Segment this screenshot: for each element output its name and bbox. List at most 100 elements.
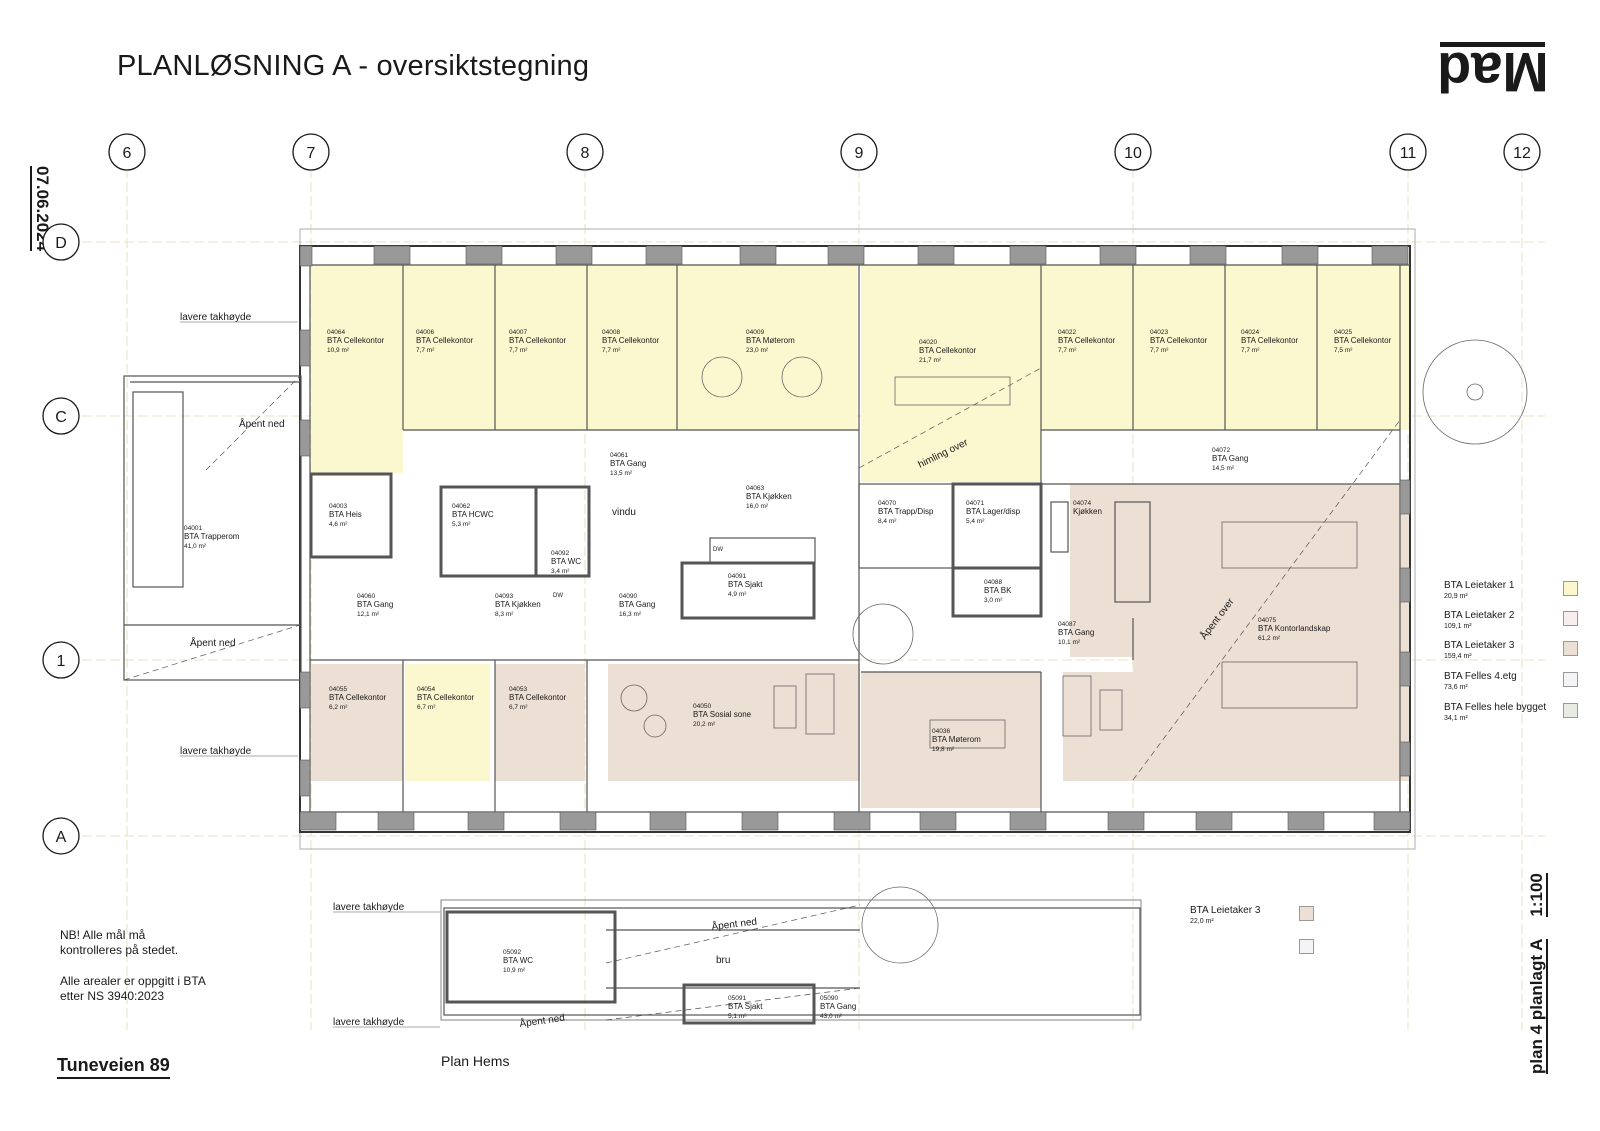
room-name: BTA Gang: [1058, 628, 1094, 637]
grid-bubble-col-8: [566, 133, 604, 171]
room-id: 04075: [1258, 617, 1276, 624]
grid-label-col-12: 12: [1513, 145, 1531, 162]
plan-hems-label: Plan Hems: [441, 1053, 510, 1069]
room-id: 04071: [966, 500, 984, 507]
mad-logo: Mad: [1440, 42, 1545, 98]
annotation-apent-ned-top: Åpent ned: [239, 417, 285, 430]
room-area: 7,7 m²: [602, 347, 621, 354]
room-id: 04093: [495, 593, 513, 600]
room-area: 4,9 m²: [728, 591, 747, 598]
room-name: BTA WC: [503, 956, 533, 965]
room-id: 04091: [728, 573, 746, 580]
grid-bubble-col-6: [108, 133, 146, 171]
room-name: BTA BK: [984, 586, 1012, 595]
grid-bubble-col-12: [1503, 133, 1541, 171]
hems-legend-label: BTA Leietaker 3: [1190, 905, 1261, 916]
grid-bubble-col-7: [292, 133, 330, 171]
room-name: BTA Trapperom: [184, 532, 240, 541]
room-id: 04024: [1241, 329, 1259, 336]
room-id: 04025: [1334, 329, 1352, 336]
grid-label-col-11: 11: [1400, 145, 1417, 162]
room-id: 04053: [509, 686, 527, 693]
grid-bubble-col-10: [1114, 133, 1152, 171]
room-name: BTA Cellekontor: [417, 693, 475, 702]
room-name: BTA Cellekontor: [602, 336, 660, 345]
room-area: 10,9 m²: [503, 967, 526, 974]
room-area: 5,4 m²: [966, 518, 985, 525]
window-piers: [299, 245, 1411, 831]
room-name: BTA Gang: [619, 600, 655, 609]
note-line-3: Alle arealer er oppgitt i BTA: [60, 974, 206, 988]
grid-label-row-C: C: [55, 409, 67, 426]
room-area: 4,6 m²: [329, 521, 348, 528]
hems-legend-swatch: [1299, 906, 1314, 921]
annotation-apent-ned-stair: Åpent ned: [190, 636, 236, 649]
room-name: BTA Trapp/Disp: [878, 507, 934, 516]
room-id: 04007: [509, 329, 527, 336]
room-area: 6,7 m²: [509, 704, 528, 711]
logo-text: Mad: [1440, 42, 1545, 98]
room-name: BTA Sjakt: [728, 580, 763, 589]
room-name: BTA Cellekontor: [509, 336, 567, 345]
room-name: BTA Heis: [329, 510, 362, 519]
page-title: PLANLØSNING A - oversiktstegning: [117, 50, 590, 82]
legend-swatch: [1563, 641, 1578, 656]
room-id: 04023: [1150, 329, 1168, 336]
room-id: 04009: [746, 329, 764, 336]
annotation-dw-1: DW: [713, 547, 723, 553]
room-id: 04070: [878, 500, 896, 507]
grid-label-row-1: 1: [57, 653, 66, 670]
room-area: 8,3 m²: [495, 611, 514, 618]
room-area: 14,5 m²: [1212, 465, 1235, 472]
room-id: 05092: [503, 949, 521, 956]
grid-bubble-row-A: [42, 817, 80, 855]
room-id: 04054: [417, 686, 435, 693]
room-name: BTA Møterom: [932, 735, 981, 744]
room-id: 04074: [1073, 500, 1091, 507]
annotation-lavere-takhoyde-bottom: lavere takhøyde: [180, 746, 252, 757]
room-id: 04050: [693, 703, 711, 710]
room-area: 61,2 m²: [1258, 635, 1281, 642]
room-name: BTA Cellekontor: [329, 693, 387, 702]
room-area: 3,0 m²: [984, 597, 1003, 604]
room-area: 10,9 m²: [327, 347, 350, 354]
legend-area: 159,4 m²: [1444, 653, 1472, 660]
note-line-1: NB! Alle mål må: [60, 928, 146, 942]
room-area: 5,3 m²: [452, 521, 471, 528]
room-area: 7,7 m²: [509, 347, 528, 354]
room-id: 04060: [357, 593, 375, 600]
room-id: 05091: [728, 995, 746, 1002]
room-id: 04036: [932, 728, 950, 735]
legend-area: 109,1 m²: [1444, 623, 1472, 630]
plan-label-vertical: plan 4 planlagt A1:100: [1527, 873, 1548, 1074]
room-id: 04087: [1058, 621, 1076, 628]
room-id: 04062: [452, 503, 470, 510]
scale-label: 1:100: [1527, 873, 1548, 917]
room-name: BTA Kjøkken: [495, 600, 541, 609]
room-area: 6,7 m²: [417, 704, 436, 711]
notes-block-2: Alle arealer er oppgitt i BTA etter NS 3…: [60, 974, 206, 1004]
